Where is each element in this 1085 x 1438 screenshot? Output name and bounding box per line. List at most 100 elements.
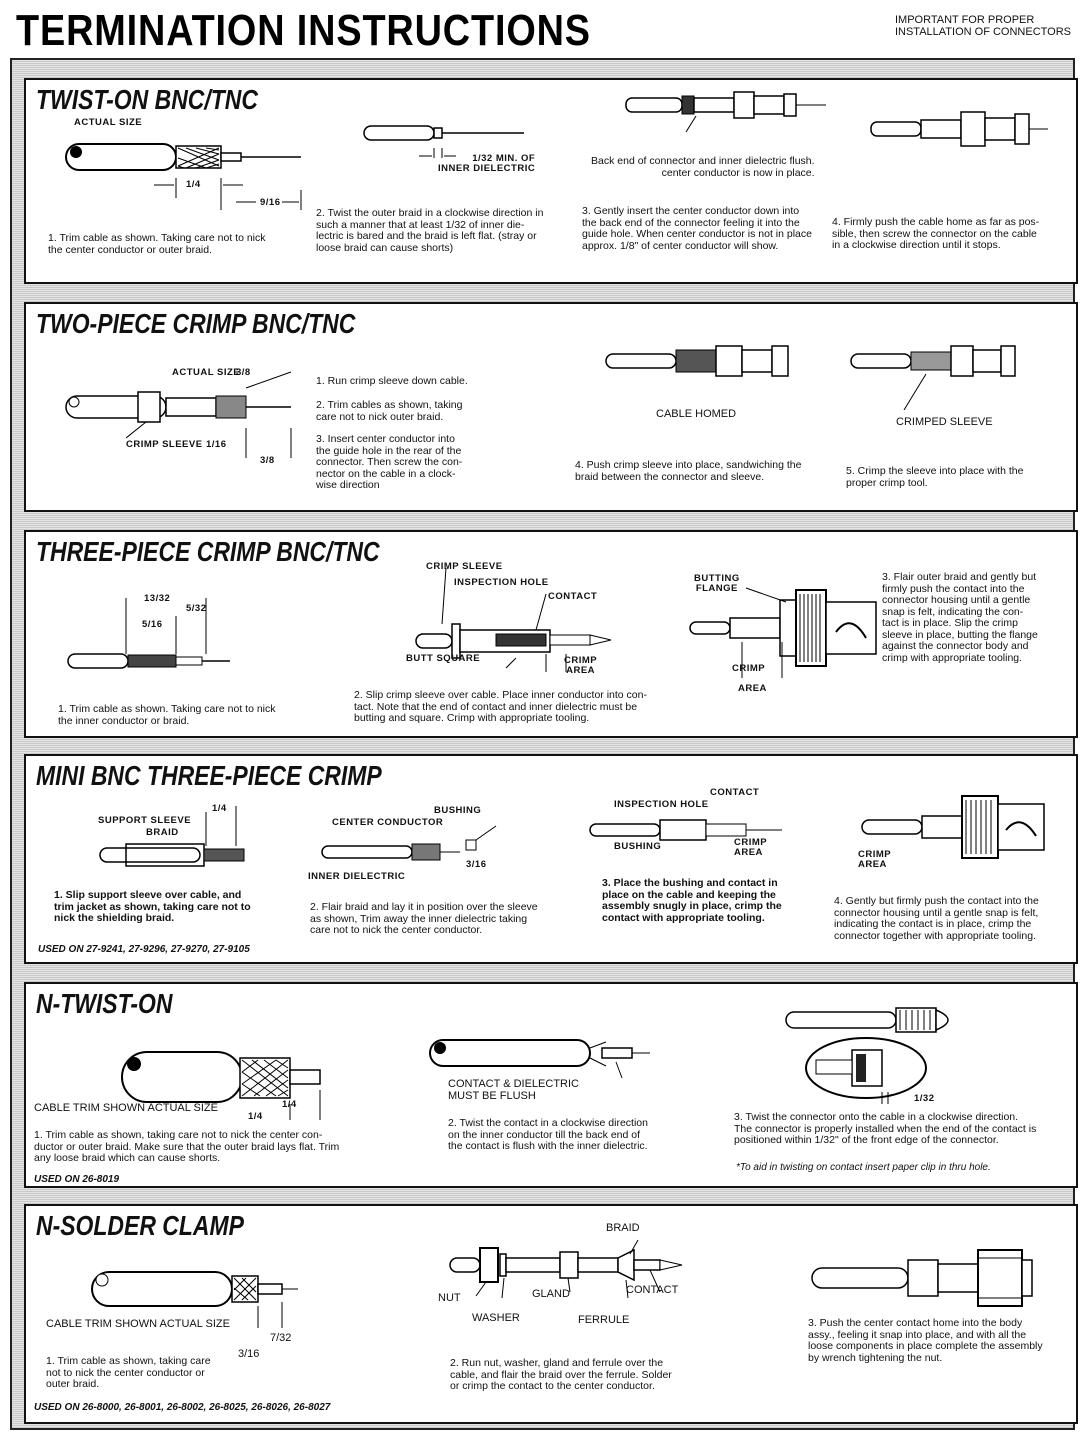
step-3-text: 3. Twist the connector onto the cable in… (734, 1111, 1037, 1146)
label-crimp: CRIMP (732, 663, 766, 674)
label-washer: WASHER (472, 1312, 520, 1324)
dim-thirteen-32: 13/32 (144, 593, 171, 604)
step-3-text: 3. Push the center contact home into the… (808, 1317, 1043, 1364)
label-cable-trim: CABLE TRIM SHOWN ACTUAL SIZE (46, 1318, 230, 1330)
outer-frame (10, 58, 1075, 1430)
label-support-sleeve: SUPPORT SLEEVE (98, 815, 192, 826)
step-2-text: 2. Twist the contact in a clockwise dire… (448, 1117, 648, 1152)
label-bushing: BUSHING (434, 805, 482, 816)
cable-homed-illustration (596, 334, 816, 394)
dim-three-16: 3/16 (238, 1348, 260, 1360)
label-braid: BRAID (606, 1222, 640, 1234)
step-3-text: 3. Place the bushing and contact in plac… (602, 877, 782, 924)
step-1-text: 1. Trim cable as shown, taking care not … (46, 1355, 211, 1390)
n-body-assembly-illustration (806, 1246, 1046, 1316)
crimped-sleeve-illustration (846, 334, 1036, 414)
dim-three-16: 3/16 (466, 859, 487, 870)
label-actual-size: ACTUAL SIZE (74, 117, 143, 128)
label-bushing-b: BUSHING (614, 841, 662, 852)
flair-braid-illustration (316, 826, 506, 876)
label-butt-square: BUTT SQUARE (406, 653, 481, 664)
label-actual-size: ACTUAL SIZE (172, 367, 241, 378)
bushing-contact-illustration (586, 812, 786, 852)
step-3-text: 3. Gently insert the center conductor do… (582, 205, 812, 252)
used-on-text: USED ON 27-9241, 27-9296, 27-9270, 27-91… (38, 944, 250, 955)
label-contact-flush: CONTACT & DIELECTRIC MUST BE FLUSH (448, 1078, 579, 1102)
step-4-text: 4. Push crimp sleeve into place, sandwic… (575, 459, 802, 483)
panel-title: TWO-PIECE CRIMP BNC/TNC (36, 308, 356, 339)
panel-n-twist-on: N-TWIST-ON CABLE TRIM SHOWN ACTUAL SIZE … (24, 982, 1078, 1188)
nut-washer-gland-illustration (446, 1236, 696, 1306)
used-on-text: USED ON 26-8019 (34, 1174, 120, 1185)
label-center-conductor: CENTER CONDUCTOR (332, 817, 444, 828)
twist-braid-illustration (344, 112, 564, 172)
support-sleeve-illustration (96, 806, 296, 876)
dim-one-32: 1/32 (914, 1093, 935, 1104)
panel-n-solder-clamp: N-SOLDER CLAMP CABLE TRIM SHOWN ACTUAL S… (24, 1204, 1078, 1424)
panel-two-piece-crimp: TWO-PIECE CRIMP BNC/TNC ACTUAL SIZE 3/8 … (24, 302, 1078, 512)
dim-three-eighths-b: 3/8 (260, 455, 275, 466)
step-3-text: 3. Flair outer braid and gently but firm… (882, 571, 1038, 664)
cable-trim-illustration (56, 130, 316, 220)
page-header: TERMINATION INSTRUCTIONS IMPORTANT FOR P… (0, 0, 1085, 62)
step-2-text: 2. Twist the outer braid in a clockwise … (316, 207, 544, 254)
used-on-text: USED ON 26-8000, 26-8001, 26-8002, 26-80… (34, 1402, 331, 1413)
n-cable-trim-illustration (116, 1044, 346, 1124)
step-1-text: 1. Trim cable as shown, taking care not … (34, 1129, 340, 1164)
label-inner-dielectric: INNER DIELECTRIC (308, 871, 406, 882)
label-braid: BRAID (146, 827, 179, 838)
dim-three-eighths: 3/8 (236, 367, 251, 378)
panel-mini-bnc: MINI BNC THREE-PIECE CRIMP 1/4 SUPPORT S… (24, 754, 1078, 964)
label-area: AREA (738, 683, 767, 694)
dim-quarter: 1/4 (212, 803, 227, 814)
panel-title: THREE-PIECE CRIMP BNC/TNC (36, 536, 380, 567)
label-inspection-hole: INSPECTION HOLE (614, 799, 709, 810)
step-1-text: 1. Trim cable as shown. Taking care not … (58, 703, 276, 727)
step-1-text: 1. Slip support sleeve over cable, and t… (54, 889, 251, 924)
dim-quarter-a: 1/4 (248, 1111, 263, 1122)
mini-connector-illustration (856, 782, 1056, 872)
dim-quarter: 1/4 (186, 179, 201, 190)
step-4-text: 4. Firmly push the cable home as far as … (832, 216, 1040, 251)
dim-nine-sixteenths: 9/16 (260, 197, 281, 208)
dim-five-16: 5/16 (142, 619, 163, 630)
dim-five-32: 5/32 (186, 603, 207, 614)
panel-title: MINI BNC THREE-PIECE CRIMP (36, 760, 382, 791)
note-text: *To aid in twisting on contact insert pa… (736, 1162, 991, 1173)
dim-seven-32: 7/32 (270, 1332, 292, 1344)
label-cable-trim: CABLE TRIM SHOWN ACTUAL SIZE (34, 1102, 218, 1114)
insert-conductor-illustration (616, 86, 836, 148)
step-2-text: 2. Slip crimp sleeve over cable. Place i… (354, 689, 647, 724)
slip-crimp-sleeve-illustration (406, 568, 646, 678)
panel-three-piece-crimp: THREE-PIECE CRIMP BNC/TNC 13/32 5/32 5/1… (24, 530, 1078, 738)
label-ferrule: FERRULE (578, 1314, 630, 1326)
label-gland: GLAND (532, 1288, 570, 1300)
connector-screwed-illustration (866, 104, 1056, 164)
panel-twist-on-bnc: TWIST-ON BNC/TNC ACTUAL SIZE 1/4 9/16 1.… (24, 78, 1078, 284)
label-contact: CONTACT (548, 591, 598, 602)
contact-dielectric-illustration (426, 1034, 656, 1084)
label-min-inner: 1/32 MIN. OF INNER DIELECTRIC (438, 153, 536, 174)
dim-quarter-b: 1/4 (282, 1099, 297, 1110)
panel-title: N-TWIST-ON (36, 988, 173, 1019)
page-title: TERMINATION INSTRUCTIONS (16, 6, 591, 55)
butting-flange-illustration (686, 572, 886, 682)
label-crimp-area-b: CRIMP AREA (858, 849, 892, 870)
label-nut: NUT (438, 1292, 461, 1304)
label-inspection-hole: INSPECTION HOLE (454, 577, 549, 588)
step-4-text: 4. Gently but firmly push the contact in… (834, 895, 1039, 942)
step-2-text: 2. Flair braid and lay it in position ov… (310, 901, 538, 936)
page-subtitle: IMPORTANT FOR PROPER INSTALLATION OF CON… (894, 14, 1071, 38)
step-2-text: 2. Run nut, washer, gland and ferrule ov… (450, 1357, 672, 1392)
solder-cable-trim-illustration (86, 1262, 306, 1332)
label-crimp-area: CRIMP AREA (564, 655, 598, 676)
label-back-end: Back end of connector and inner dielectr… (591, 155, 815, 179)
crimp-sleeve-illustration (56, 378, 316, 468)
label-contact: CONTACT (710, 787, 760, 798)
label-crimp-sleeve: CRIMP SLEEVE (426, 561, 503, 572)
step-1-text: 1. Trim cable as shown. Taking care not … (48, 232, 266, 256)
label-butting-flange: BUTTING FLANGE (694, 573, 740, 594)
label-cable-homed: CABLE HOMED (656, 408, 737, 420)
n-connector-illustration (756, 1000, 996, 1100)
step-2-text: 2. Trim cables as shown, taking care not… (316, 399, 463, 423)
